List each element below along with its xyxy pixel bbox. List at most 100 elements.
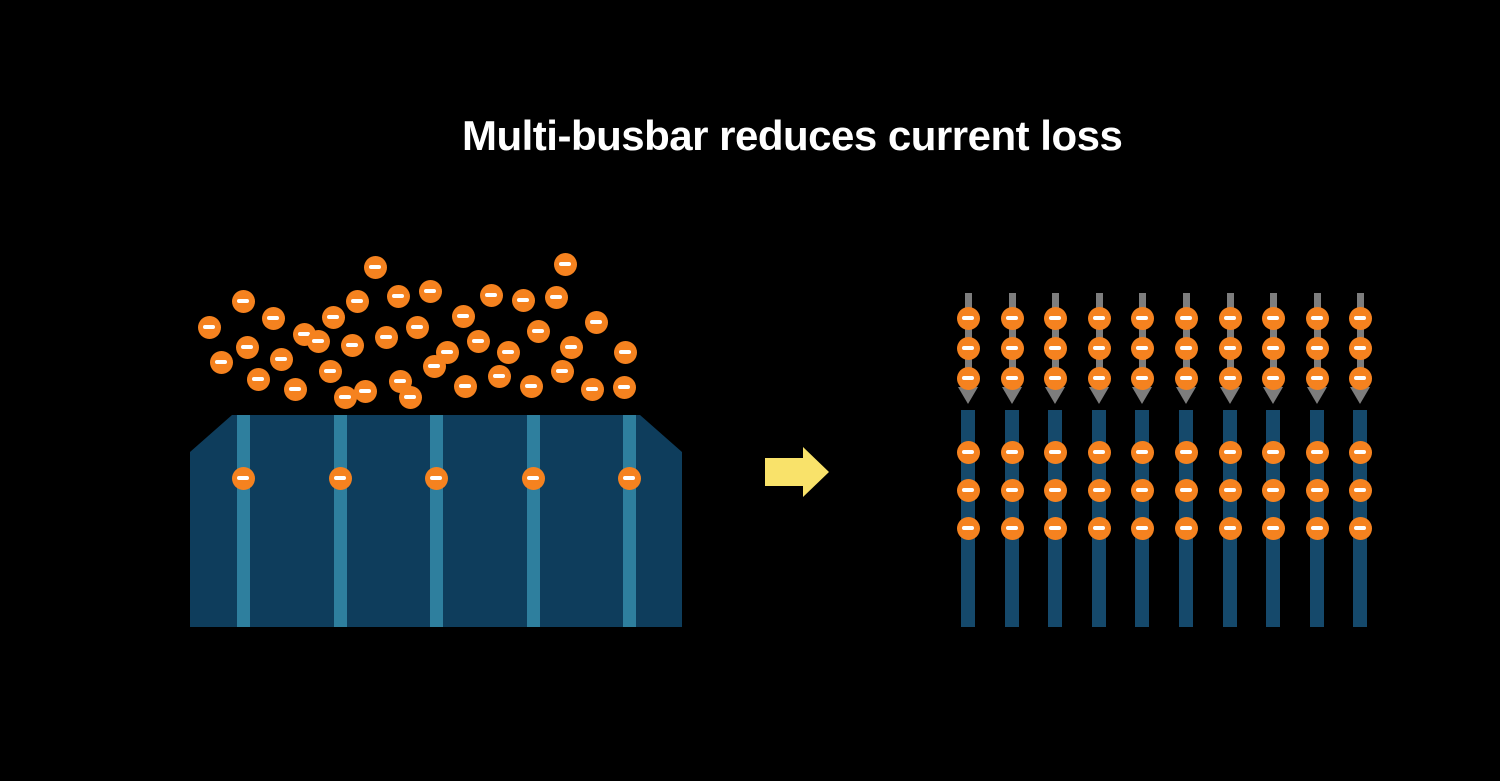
minus-symbol bbox=[492, 374, 506, 378]
minus-symbol bbox=[274, 357, 288, 361]
minus-symbol bbox=[1005, 316, 1019, 320]
minus-symbol bbox=[1048, 488, 1062, 492]
electron-icon bbox=[398, 385, 422, 409]
electron-icon bbox=[209, 350, 233, 374]
current-flow-arrowhead-icon bbox=[958, 387, 978, 404]
minus-symbol bbox=[1005, 526, 1019, 530]
minus-symbol bbox=[961, 346, 975, 350]
minus-symbol bbox=[1353, 316, 1367, 320]
minus-symbol bbox=[1223, 376, 1237, 380]
electron-icon bbox=[283, 377, 307, 401]
minus-symbol bbox=[1005, 450, 1019, 454]
electron-icon bbox=[231, 466, 255, 490]
minus-symbol bbox=[531, 329, 545, 333]
electron-icon bbox=[1174, 366, 1198, 390]
electron-icon bbox=[1174, 516, 1198, 540]
electron-icon bbox=[306, 329, 330, 353]
electron-icon bbox=[231, 289, 255, 313]
electron-icon bbox=[1087, 440, 1111, 464]
minus-symbol bbox=[484, 293, 498, 297]
minus-symbol bbox=[1092, 316, 1106, 320]
electron-icon bbox=[386, 284, 410, 308]
minus-symbol bbox=[1005, 488, 1019, 492]
minus-symbol bbox=[1353, 450, 1367, 454]
electron-icon bbox=[328, 466, 352, 490]
minus-symbol bbox=[1092, 376, 1106, 380]
minus-symbol bbox=[1005, 376, 1019, 380]
minus-symbol bbox=[585, 387, 599, 391]
minus-symbol bbox=[1310, 526, 1324, 530]
minus-symbol bbox=[423, 289, 437, 293]
electron-icon bbox=[1130, 478, 1154, 502]
electron-icon bbox=[1174, 336, 1198, 360]
electron-icon bbox=[1087, 516, 1111, 540]
electron-icon bbox=[617, 466, 641, 490]
current-flow-arrowhead-icon bbox=[1089, 387, 1109, 404]
minus-symbol bbox=[350, 299, 364, 303]
minus-symbol bbox=[236, 299, 250, 303]
current-flow-arrowhead-icon bbox=[1350, 387, 1370, 404]
electron-icon bbox=[1261, 306, 1285, 330]
electron-icon bbox=[1261, 478, 1285, 502]
minus-symbol bbox=[961, 488, 975, 492]
minus-symbol bbox=[1048, 450, 1062, 454]
solar-cell bbox=[190, 415, 682, 627]
minus-symbol bbox=[1179, 346, 1193, 350]
electron-icon bbox=[1130, 366, 1154, 390]
minus-symbol bbox=[1353, 346, 1367, 350]
minus-symbol bbox=[1092, 488, 1106, 492]
minus-symbol bbox=[393, 379, 407, 383]
electron-icon bbox=[1218, 440, 1242, 464]
electron-icon bbox=[1130, 306, 1154, 330]
electron-icon bbox=[340, 333, 364, 357]
minus-symbol bbox=[358, 389, 372, 393]
minus-symbol bbox=[1135, 346, 1149, 350]
electron-icon bbox=[246, 367, 270, 391]
electron-icon bbox=[466, 329, 490, 353]
minus-symbol bbox=[458, 384, 472, 388]
minus-symbol bbox=[1179, 526, 1193, 530]
minus-symbol bbox=[1310, 488, 1324, 492]
minus-symbol bbox=[440, 350, 454, 354]
electron-icon bbox=[1348, 478, 1372, 502]
minus-symbol bbox=[1310, 346, 1324, 350]
electron-icon bbox=[197, 315, 221, 339]
electron-icon bbox=[1305, 440, 1329, 464]
minus-symbol bbox=[456, 314, 470, 318]
electron-icon bbox=[235, 335, 259, 359]
minus-symbol bbox=[555, 369, 569, 373]
electron-icon bbox=[526, 319, 550, 343]
minus-symbol bbox=[1223, 346, 1237, 350]
electron-icon bbox=[418, 279, 442, 303]
minus-symbol bbox=[1135, 376, 1149, 380]
current-flow-arrowhead-icon bbox=[1307, 387, 1327, 404]
minus-symbol bbox=[1005, 346, 1019, 350]
electron-icon bbox=[511, 288, 535, 312]
current-flow-arrowhead-icon bbox=[1263, 387, 1283, 404]
electron-icon bbox=[1087, 336, 1111, 360]
electron-icon bbox=[269, 347, 293, 371]
minus-symbol bbox=[589, 320, 603, 324]
electron-icon bbox=[487, 364, 511, 388]
minus-symbol bbox=[288, 387, 302, 391]
minus-symbol bbox=[1135, 488, 1149, 492]
electron-icon bbox=[345, 289, 369, 313]
minus-symbol bbox=[1048, 316, 1062, 320]
minus-symbol bbox=[1353, 526, 1367, 530]
electron-icon bbox=[956, 306, 980, 330]
electron-icon bbox=[584, 310, 608, 334]
electron-icon bbox=[1000, 478, 1024, 502]
minus-symbol bbox=[297, 332, 311, 336]
electron-icon bbox=[1130, 516, 1154, 540]
minus-symbol bbox=[236, 476, 250, 480]
minus-symbol bbox=[1266, 488, 1280, 492]
minus-symbol bbox=[429, 476, 443, 480]
minus-symbol bbox=[471, 339, 485, 343]
minus-symbol bbox=[1048, 526, 1062, 530]
minus-symbol bbox=[1223, 526, 1237, 530]
electron-icon bbox=[956, 516, 980, 540]
busbar-stripe bbox=[333, 415, 347, 627]
minus-symbol bbox=[1223, 316, 1237, 320]
minus-symbol bbox=[1310, 376, 1324, 380]
electron-icon bbox=[451, 304, 475, 328]
